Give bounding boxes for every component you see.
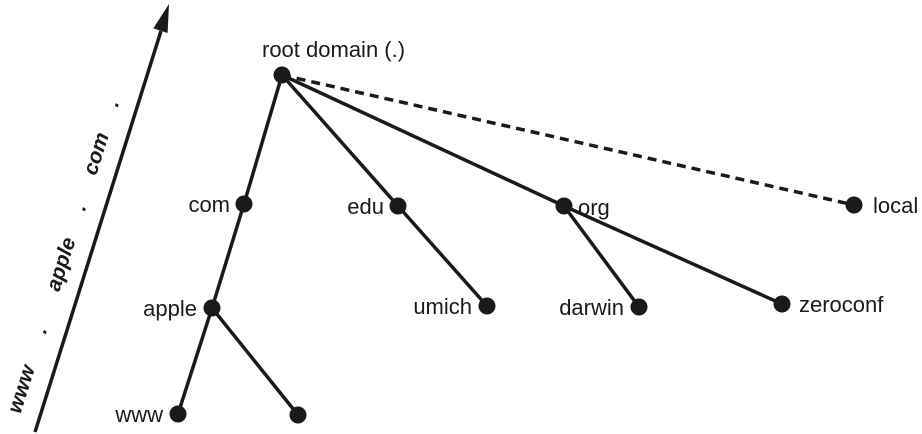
edge-root-edu	[280, 73, 400, 208]
node-dot-umich	[478, 297, 496, 315]
fqdn-part-dot: .	[29, 324, 53, 337]
fqdn-arrow-shaft	[33, 30, 163, 433]
edge-apple-www	[176, 306, 214, 416]
node-dot-zeroconf	[773, 295, 791, 313]
node-dot-apple	[203, 299, 221, 317]
node-label-darwin: darwin	[559, 295, 624, 320]
edge-root-com	[242, 73, 284, 206]
edge-com-apple	[210, 202, 246, 310]
edge-root-local-dashed	[281, 73, 855, 207]
node-label-com: com	[188, 192, 230, 217]
fqdn-arrow-label: www . apple . com .	[3, 97, 124, 416]
edge-apple-unnamed	[210, 306, 300, 417]
node-label-local: local	[873, 193, 918, 218]
fqdn-part-dot: .	[100, 97, 124, 110]
node-dot-root	[273, 66, 291, 84]
node-dot-unnamed	[289, 406, 307, 424]
tree-labels: root domain (.) com edu org local apple …	[114, 37, 918, 427]
fqdn-arrow: www . apple . com .	[3, 4, 169, 433]
node-label-org: org	[578, 195, 610, 220]
node-label-root: root domain (.)	[262, 37, 405, 62]
node-dot-darwin	[630, 298, 648, 316]
node-label-zeroconf: zeroconf	[799, 292, 884, 317]
node-label-edu: edu	[347, 194, 384, 219]
fqdn-part-com: com	[79, 130, 114, 178]
node-label-www: www	[114, 402, 163, 427]
node-dot-www	[169, 405, 187, 423]
tree-edges	[176, 73, 855, 417]
fqdn-part-dot: .	[68, 201, 92, 214]
fqdn-part-www: www	[3, 361, 40, 416]
arrowhead-icon	[153, 4, 169, 33]
node-dot-local	[845, 196, 863, 214]
tree-nodes	[169, 66, 863, 424]
edge-org-darwin	[562, 204, 641, 309]
fqdn-part-apple: apple	[42, 234, 81, 294]
node-label-apple: apple	[143, 296, 197, 321]
edge-root-org	[280, 73, 566, 208]
node-dot-com	[235, 195, 253, 213]
edge-edu-umich	[396, 204, 489, 308]
node-label-umich: umich	[413, 294, 472, 319]
edge-org-zeroconf	[562, 204, 784, 306]
node-dot-edu	[389, 197, 407, 215]
node-dot-org	[555, 197, 573, 215]
